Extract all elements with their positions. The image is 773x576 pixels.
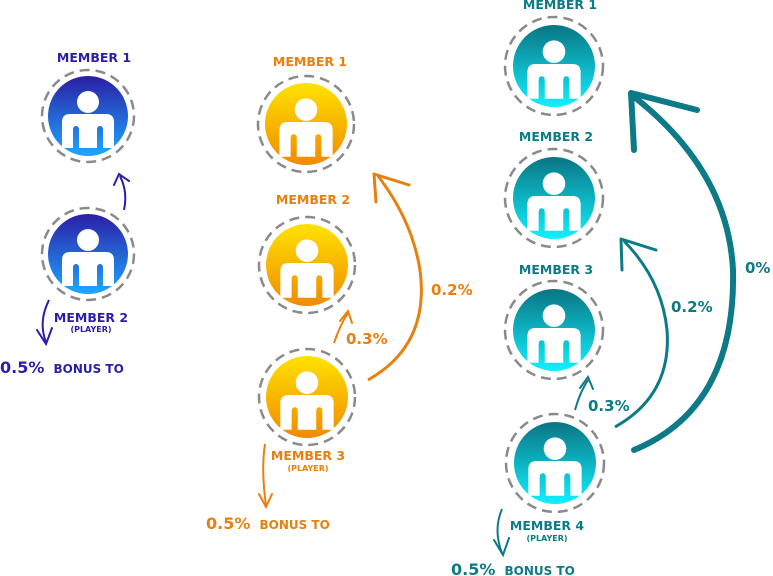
bonus-line: 0.5% BONUS TO — [451, 560, 575, 576]
member-2-label: MEMBER 2 — [276, 192, 350, 207]
arrowhead — [372, 172, 411, 204]
member-3-label: MEMBER 3 — [271, 448, 345, 463]
member-1-node — [40, 68, 136, 164]
bonus-percent: 0.5% — [206, 514, 250, 533]
arrowhead — [619, 237, 658, 272]
dashed-ring — [256, 74, 356, 174]
arrowhead — [36, 327, 53, 347]
arrow-member3-to-member2 — [333, 312, 349, 344]
bonus-line: 0.5% BONUS TO — [0, 358, 124, 377]
member-2-node — [257, 215, 357, 315]
arrowhead — [258, 493, 273, 510]
arrow-member4-to-member3 — [574, 379, 589, 411]
member-3-label: MEMBER 3 — [519, 262, 593, 277]
dashed-ring — [503, 147, 605, 249]
arrow-member3-to-member1 — [367, 175, 423, 382]
bonus-percent: 0.5% — [0, 358, 44, 377]
arrowhead — [493, 537, 510, 558]
percent-label-0-2: 0.2% — [431, 281, 473, 299]
player-tag: (PLAYER) — [526, 534, 567, 543]
bonus-text: BONUS TO — [53, 362, 123, 376]
percent-label-0: 0% — [745, 259, 770, 277]
member-1-node — [503, 15, 605, 117]
group-blue: MEMBER 1 MEMBER 2 (PLAYER) 0.5% BONUS TO — [0, 50, 136, 377]
arrowhead — [113, 172, 130, 186]
member-4-label: MEMBER 4 — [510, 518, 584, 533]
bonus-text: BONUS TO — [259, 518, 329, 532]
member-1-label: MEMBER 1 — [57, 50, 131, 65]
arrow-member2-to-member1 — [119, 175, 127, 211]
member-2-label: MEMBER 2 — [54, 310, 128, 325]
dashed-ring — [40, 68, 136, 164]
bonus-line: 0.5% BONUS TO — [206, 514, 330, 533]
member-3-node — [503, 279, 605, 381]
group-teal: MEMBER 1 MEMBER 2 MEMBER 3 0.3% 0.2% — [451, 0, 770, 576]
arrowhead — [339, 308, 353, 324]
dashed-ring — [503, 15, 605, 117]
percent-label-0-2: 0.2% — [671, 298, 713, 316]
arrow-member4-to-member1 — [630, 93, 737, 453]
dashed-ring — [503, 279, 605, 381]
member-1-label: MEMBER 1 — [273, 54, 347, 69]
bonus-percent: 0.5% — [451, 560, 495, 576]
player-tag: (PLAYER) — [70, 325, 111, 334]
arrow-bonus-down — [41, 299, 50, 343]
percent-label-0-3: 0.3% — [346, 330, 388, 348]
arrowhead — [628, 90, 700, 153]
member-2-node — [40, 206, 136, 302]
dashed-ring — [504, 412, 606, 514]
percent-label-0-3: 0.3% — [588, 397, 630, 415]
dashed-ring — [40, 206, 136, 302]
arrow-bonus-down — [496, 508, 503, 554]
dashed-ring — [257, 215, 357, 315]
group-orange: MEMBER 1 MEMBER 2 0.3% 0.2% MEMBER 3 (PL… — [206, 54, 473, 533]
player-tag: (PLAYER) — [287, 464, 328, 473]
bonus-text: BONUS TO — [504, 564, 574, 576]
member-3-node — [257, 347, 357, 447]
member-1-label: MEMBER 1 — [523, 0, 597, 12]
arrow-member4-to-member2 — [614, 239, 669, 429]
arrowhead — [579, 374, 594, 390]
dashed-ring — [257, 347, 357, 447]
member-4-node — [504, 412, 606, 514]
member-2-label: MEMBER 2 — [519, 129, 593, 144]
arrow-bonus-down — [262, 443, 267, 506]
member-1-node — [256, 74, 356, 174]
member-2-node — [503, 147, 605, 249]
